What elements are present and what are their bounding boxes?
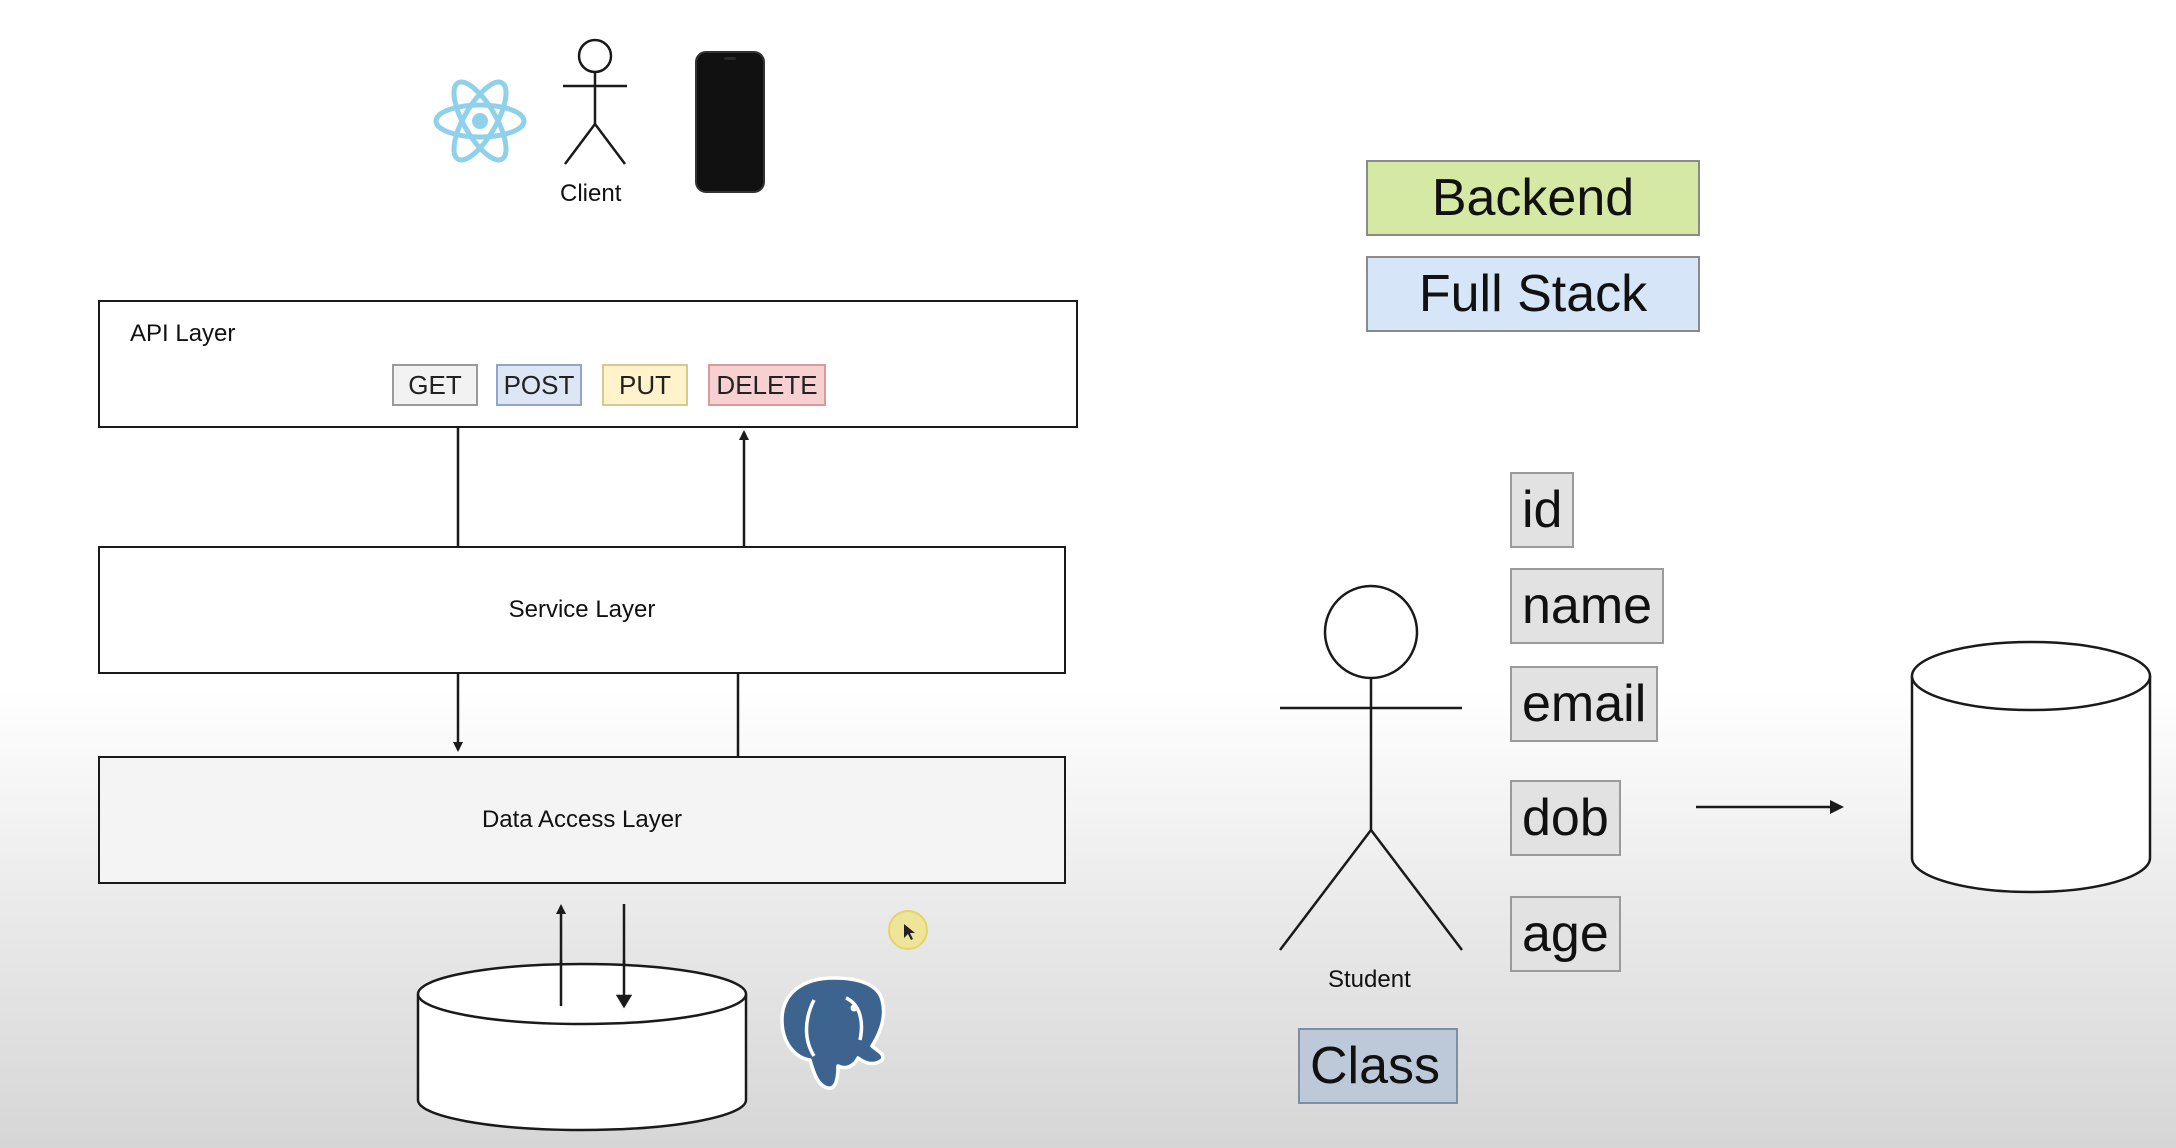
delete-method-badge: DELETE bbox=[708, 364, 826, 406]
data-access-layer-title: Data Access Layer bbox=[481, 806, 683, 833]
student-figure-icon bbox=[1279, 584, 1463, 951]
field-id: id bbox=[1510, 472, 1575, 548]
get-method-badge: GET bbox=[392, 364, 478, 406]
class-box: Class bbox=[1298, 1028, 1458, 1104]
entity-to-db-arrow bbox=[1696, 800, 1844, 814]
field-email: email bbox=[1510, 666, 1659, 742]
database-cylinder-icon bbox=[416, 960, 748, 1132]
react-logo-icon bbox=[433, 79, 527, 163]
service-layer-title: Service Layer bbox=[508, 596, 656, 623]
smartphone-icon bbox=[695, 51, 765, 193]
service-layer-box: Service Layer bbox=[98, 546, 1066, 674]
database-target-icon bbox=[1910, 640, 2152, 894]
backend-legend-box: Backend bbox=[1366, 160, 1700, 236]
cursor-highlight-icon bbox=[888, 910, 928, 950]
client-figure-icon bbox=[563, 38, 627, 165]
data-access-layer-box: Data Access Layer bbox=[98, 756, 1066, 884]
fullstack-legend-box: Full Stack bbox=[1366, 256, 1700, 332]
field-dob: dob bbox=[1510, 780, 1621, 856]
put-method-badge: PUT bbox=[602, 364, 688, 406]
field-name: name bbox=[1510, 568, 1665, 644]
field-age: age bbox=[1510, 896, 1621, 972]
layer-connectors bbox=[453, 428, 749, 1006]
api-layer-box: API Layer bbox=[98, 300, 1078, 428]
api-layer-title: API Layer bbox=[130, 320, 236, 347]
client-label: Client bbox=[560, 180, 622, 207]
student-label: Student bbox=[1328, 966, 1411, 993]
post-method-badge: POST bbox=[496, 364, 582, 406]
postgresql-elephant-icon bbox=[780, 976, 886, 1090]
